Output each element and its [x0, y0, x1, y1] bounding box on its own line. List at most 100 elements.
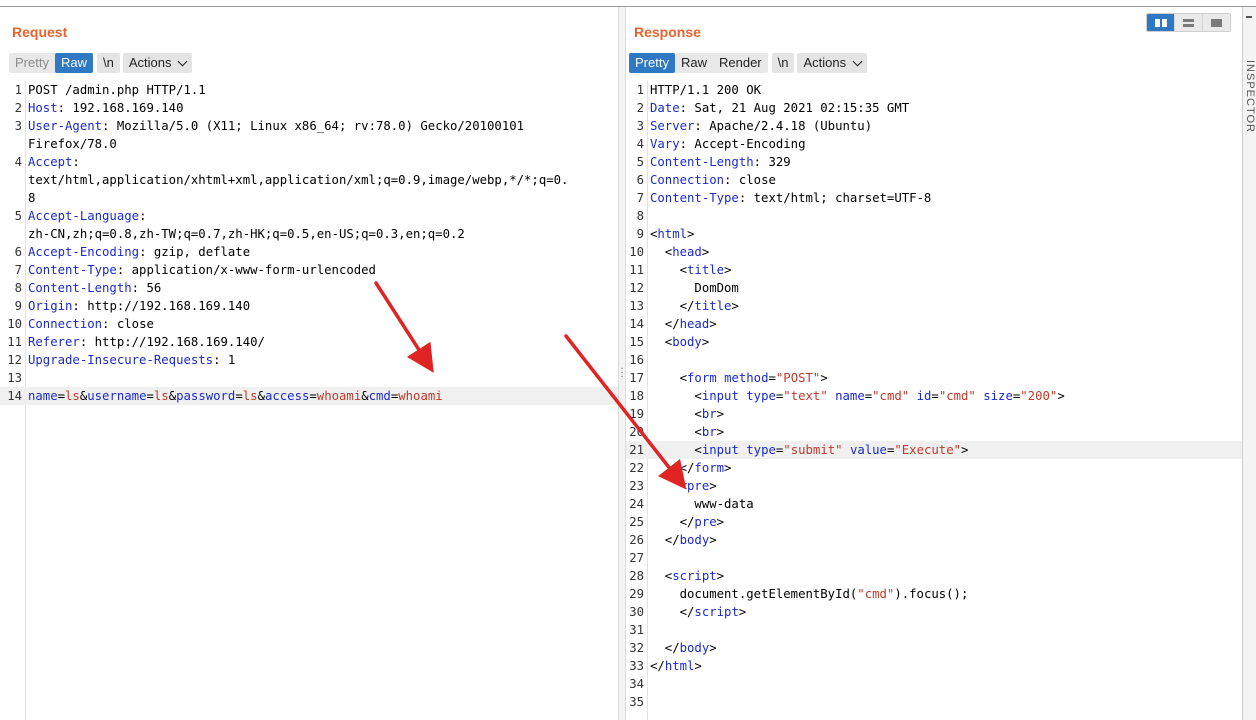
request-code-line[interactable]: text/html,application/xhtml+xml,applicat…: [0, 171, 618, 189]
request-code-line[interactable]: Firefox/78.0: [0, 135, 618, 153]
code-text: DomDom: [650, 279, 738, 297]
code-token: www-data: [650, 497, 754, 511]
response-code-line[interactable]: 18 <input type="text" name="cmd" id="cmd…: [626, 387, 1242, 405]
response-code-line[interactable]: 8: [626, 207, 1242, 225]
code-token: Content-Type: [650, 191, 739, 205]
code-token: <: [650, 425, 702, 439]
response-code-line[interactable]: 15 <body>: [626, 333, 1242, 351]
response-code-line[interactable]: 29 document.getElementById("cmd").focus(…: [626, 585, 1242, 603]
layout-toggle: [1146, 13, 1231, 32]
response-code-line[interactable]: 20 <br>: [626, 423, 1242, 441]
code-token: method: [724, 371, 769, 385]
two-column-icon[interactable]: [1147, 14, 1175, 31]
response-code-line[interactable]: 10 <head>: [626, 243, 1242, 261]
code-token: <: [650, 227, 658, 241]
response-raw-button[interactable]: Raw: [680, 55, 707, 70]
response-code-line[interactable]: 31: [626, 621, 1242, 639]
response-code-line[interactable]: 33</html>: [626, 657, 1242, 675]
response-code-line[interactable]: 12 DomDom: [626, 279, 1242, 297]
request-actions-button[interactable]: Actions: [122, 53, 193, 73]
code-token: </: [650, 317, 680, 331]
request-pretty-button[interactable]: Pretty: [15, 55, 49, 70]
request-code-line[interactable]: 13: [0, 369, 618, 387]
response-code-line[interactable]: 17 <form method="POST">: [626, 369, 1242, 387]
response-code-line[interactable]: 28 <script>: [626, 567, 1242, 585]
request-code-line[interactable]: 8: [0, 189, 618, 207]
response-newline-toggle[interactable]: \n: [771, 53, 795, 73]
response-code-line[interactable]: 35: [626, 693, 1242, 711]
code-token: =: [768, 371, 776, 385]
inspector-label[interactable]: INSPECTOR: [1244, 60, 1256, 133]
code-token: ).focus();: [894, 587, 969, 601]
response-code-line[interactable]: 16: [626, 351, 1242, 369]
response-code-line[interactable]: 30 </script>: [626, 603, 1242, 621]
code-token: head: [672, 245, 702, 259]
response-pretty-button[interactable]: Pretty: [629, 53, 675, 73]
response-code-line[interactable]: 22 </form>: [626, 459, 1242, 477]
code-token: zh-CN,zh;q=0.8,zh-TW;q=0.7,zh-HK;q=0.5,e…: [28, 227, 465, 241]
code-token: body: [679, 641, 710, 655]
response-code-line[interactable]: 13 </title>: [626, 297, 1242, 315]
code-token: form: [687, 371, 717, 385]
response-code-line[interactable]: 14 </head>: [626, 315, 1242, 333]
response-code-line[interactable]: 26 </body>: [626, 531, 1242, 549]
code-token: Host: [28, 101, 58, 115]
code-text: <body>: [650, 333, 709, 351]
code-token: br: [701, 425, 717, 439]
response-code-line[interactable]: 27: [626, 549, 1242, 567]
single-pane-icon[interactable]: [1203, 14, 1230, 31]
code-token: title: [694, 299, 732, 313]
response-code-line[interactable]: 21 <input type="submit" value="Execute">: [626, 441, 1242, 459]
code-token: : gzip, deflate: [139, 245, 251, 259]
response-render-button[interactable]: Render: [718, 55, 762, 70]
response-code-line[interactable]: 32 </body>: [626, 639, 1242, 657]
request-newline-toggle[interactable]: \n: [96, 53, 120, 73]
code-token: "cmd": [857, 587, 895, 601]
request-raw-button[interactable]: Raw: [54, 53, 93, 73]
response-code-line[interactable]: 25 </pre>: [626, 513, 1242, 531]
splitter-grip-icon[interactable]: ···: [620, 364, 624, 383]
inspector-strip[interactable]: [1242, 7, 1256, 720]
response-actions-button[interactable]: Actions: [797, 53, 868, 73]
line-number: 22: [629, 461, 644, 475]
response-code-line[interactable]: 11 <title>: [626, 261, 1242, 279]
code-token: text/html,application/xhtml+xml,applicat…: [28, 173, 569, 187]
rows-icon[interactable]: [1175, 14, 1203, 31]
response-code-line[interactable]: 9<html>: [626, 225, 1242, 243]
response-code-line[interactable]: 23 <pre>: [626, 477, 1242, 495]
code-token: document.getElementById(: [650, 587, 858, 601]
response-code-line[interactable]: 19 <br>: [626, 405, 1242, 423]
response-code-line[interactable]: 24 www-data: [626, 495, 1242, 513]
response-code-line[interactable]: 34: [626, 675, 1242, 693]
line-number: 31: [629, 623, 644, 637]
inspector-collapse-icon[interactable]: [1246, 16, 1252, 24]
code-text: Server: Apache/2.4.18 (Ubuntu): [650, 117, 872, 135]
code-text: Accept-Language:: [28, 207, 146, 225]
code-text: <script>: [650, 567, 724, 585]
line-number: 11: [7, 335, 22, 349]
code-token: Accept-Language: [28, 209, 140, 223]
request-code-line[interactable]: zh-CN,zh;q=0.8,zh-TW;q=0.7,zh-HK;q=0.5,e…: [0, 225, 618, 243]
